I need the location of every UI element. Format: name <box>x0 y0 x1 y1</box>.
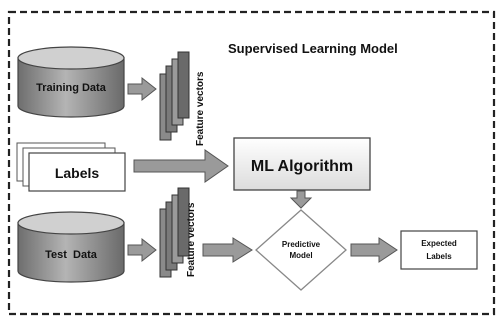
expected-labels-label-line2: Labels <box>426 252 452 261</box>
expected-labels-box: Expected Labels <box>400 230 478 270</box>
feature-vectors-stack-top <box>159 51 190 141</box>
arrow-training-to-features <box>127 76 157 102</box>
test-data-label: Test Data <box>45 249 98 261</box>
predictive-model-diamond: Predictive Model <box>255 209 347 291</box>
feature-vectors-label-top: Feature vectors <box>195 71 206 146</box>
predictive-model-label-line2: Model <box>289 251 312 260</box>
ml-algorithm-label: ML Algorithm <box>251 158 353 175</box>
test-data-cylinder: Test Data <box>17 211 125 283</box>
arrow-labels-to-ml <box>133 149 229 183</box>
training-data-label: Training Data <box>36 82 107 94</box>
arrow-features-to-model <box>202 237 253 263</box>
diagram-title: Supervised Learning Model <box>228 41 398 56</box>
expected-labels-label-line1: Expected <box>421 239 457 248</box>
arrow-ml-to-model <box>289 190 313 209</box>
feature-vectors-stack-bottom <box>159 187 190 278</box>
dashed-frame <box>7 10 496 316</box>
predictive-model-label-line1: Predictive <box>282 240 321 249</box>
arrow-model-to-expected <box>350 237 398 263</box>
labels-label: Labels <box>55 165 100 181</box>
labels-stack: Labels <box>16 142 126 192</box>
arrow-test-to-features <box>127 237 157 263</box>
training-data-cylinder: Training Data <box>17 46 125 118</box>
ml-algorithm-box: ML Algorithm <box>233 137 371 191</box>
feature-vectors-label-bottom: Feature vectors <box>186 202 197 277</box>
